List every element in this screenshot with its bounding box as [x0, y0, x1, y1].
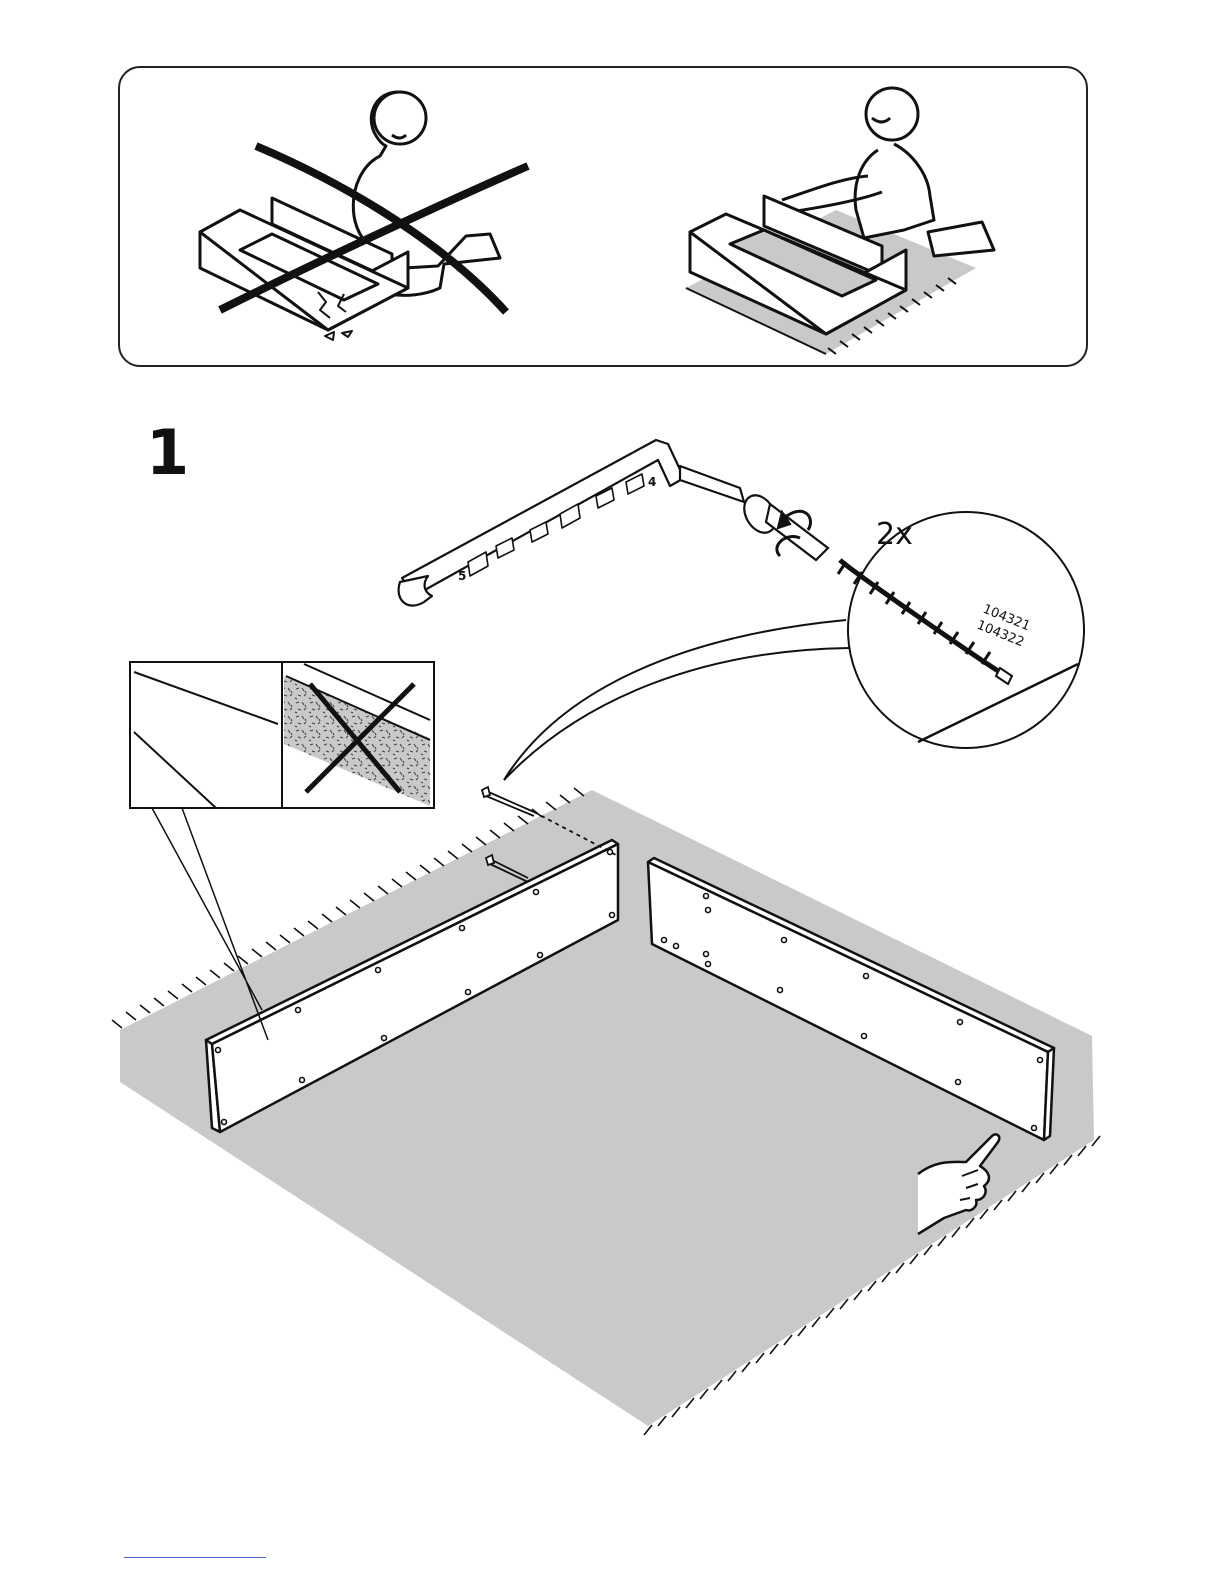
screw-head-icon — [738, 490, 828, 560]
quantity-label: 2x — [876, 517, 913, 552]
callout-line — [504, 620, 846, 780]
screw-detail-circle — [838, 512, 1084, 748]
footer-rule — [124, 1557, 266, 1558]
allen-key-marking-4: 4 — [648, 475, 656, 489]
right-scene — [686, 88, 994, 354]
frame-wrong — [200, 198, 408, 330]
allen-key-marking-5: 5 — [458, 569, 466, 583]
callout-line-2 — [504, 648, 850, 780]
wrong-scene — [200, 92, 528, 340]
allen-key-icon — [399, 440, 744, 606]
